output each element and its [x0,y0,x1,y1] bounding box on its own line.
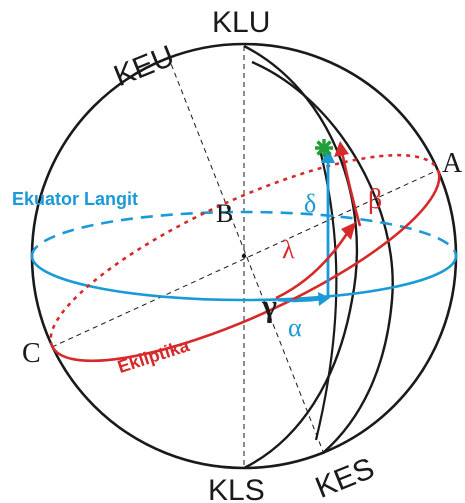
alpha-arrow [277,297,323,303]
label-klu: KLU [212,6,270,39]
label-gamma: γ [261,287,277,323]
label-lambda: λ [282,235,295,264]
lambda-arrowhead [341,222,356,240]
center-point [241,253,247,259]
green-star-icon [315,139,333,157]
label-alpha: α [288,313,302,342]
ecliptic-front [51,169,441,363]
celestial-equator-back [30,210,458,257]
delta-arrowhead [321,148,335,163]
label-c: C [22,338,41,369]
lambda-arrow [275,231,350,300]
label-b: B [216,199,233,228]
label-ekuator-langit: Ekuator Langit [12,189,138,209]
label-delta: δ [304,189,316,218]
label-beta: β [368,184,382,215]
alpha-arrowhead [318,292,330,306]
celestial-equator-front [30,255,458,302]
ecliptic-longitude-circle [251,60,394,453]
label-a: A [442,148,463,179]
beta-arrowhead [334,141,349,157]
label-kes: KES [311,452,379,503]
label-keu: KEU [109,39,179,93]
beta-arrow [340,151,362,227]
hour-circle-right [243,44,359,470]
line-a-c [51,169,439,348]
ecliptic-back [49,153,439,347]
ecliptic-axis-keu-kes [167,55,325,455]
label-ekliptika: Ekliptika [115,335,193,377]
label-kls: KLS [208,474,265,503]
